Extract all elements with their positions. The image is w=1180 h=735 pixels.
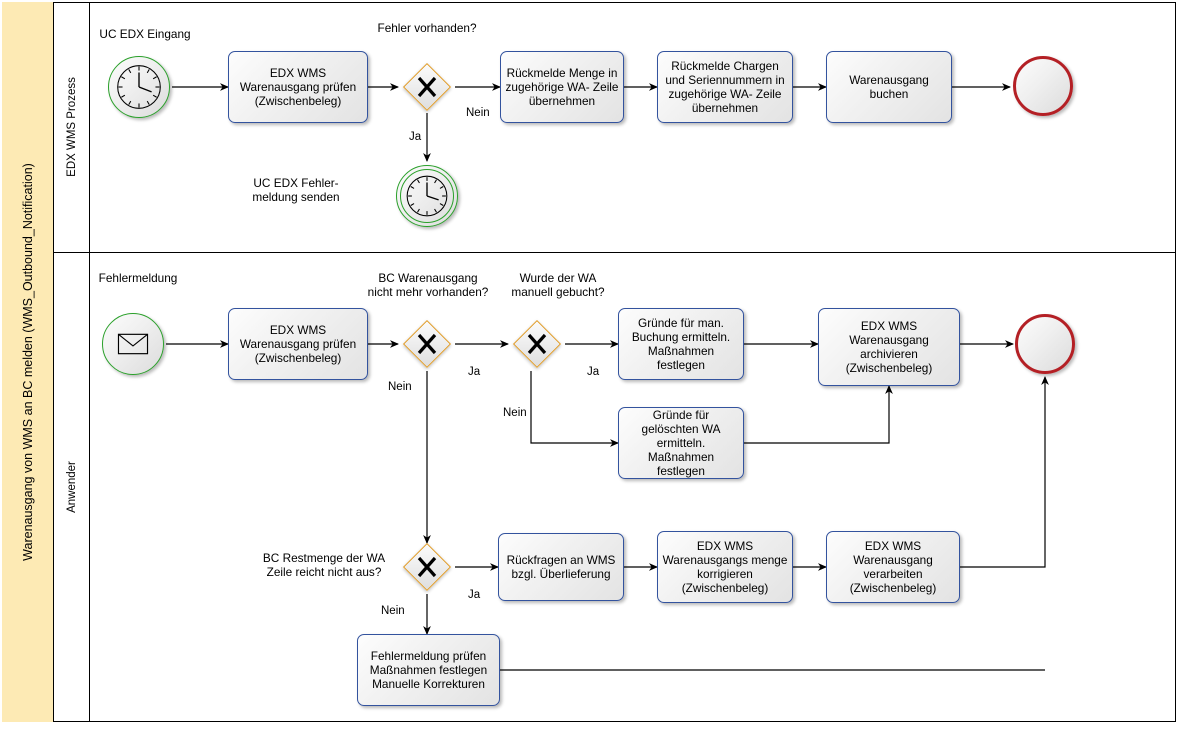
clock-icon (117, 65, 161, 109)
label-gateway-fehler-vorhanden: Fehler vorhanden? (377, 21, 477, 35)
gateway-fehler-vorhanden[interactable] (402, 62, 452, 112)
label-start-event-uc-edx-eingang: UC EDX Eingang (99, 27, 191, 41)
label-branch-ja-gw1-lane2: Ja (468, 366, 481, 378)
clock-icon (406, 175, 448, 217)
end-event-lane1[interactable] (1013, 56, 1073, 116)
task-gruende-fuer-geloeschten-wa[interactable]: Gründe für gelöschten WA ermitteln. Maßn… (618, 407, 744, 479)
label-branch-nein-gw3-lane2: Nein (381, 605, 405, 617)
task-rueckfragen-an-wms[interactable]: Rückfragen an WMS bzgl. Überlieferung (498, 533, 624, 601)
task-warenausgang-buchen[interactable]: Warenausgang buchen (826, 51, 952, 123)
label-branch-ja-gw3-lane2: Ja (468, 589, 481, 601)
task-edx-wms-warenausgang-pruefen-2[interactable]: EDX WMS Warenausgang prüfen (Zwischenbel… (228, 308, 368, 380)
label-start-event-fehlermeldung: Fehlermeldung (98, 271, 178, 285)
pool-title-text: Warenausgang von WMS an BC melden (WMS_O… (20, 163, 35, 561)
exclusive-x-icon (417, 76, 437, 98)
end-event-lane2[interactable] (1015, 314, 1075, 374)
label-gateway-bc-restmenge: BC Restmenge der WA Zeile reicht nicht a… (262, 551, 386, 579)
lane-label-anwender: Anwender (54, 252, 90, 722)
task-edx-wms-warenausgang-pruefen-1[interactable]: EDX WMS Warenausgang prüfen (Zwischenbel… (228, 51, 368, 123)
task-edx-wms-warenausgang-verarbeiten[interactable]: EDX WMS Warenausgang verarbeiten (Zwisch… (826, 531, 960, 603)
task-rueckmelde-menge[interactable]: Rückmelde Menge in zugehörige WA- Zeile … (500, 51, 624, 123)
lane-label-text-2: Anwender (65, 461, 78, 513)
gateway-wurde-der-wa-manuell-gebucht[interactable] (512, 319, 562, 369)
start-event-uc-edx-eingang[interactable] (108, 56, 170, 118)
exclusive-x-icon (527, 333, 547, 355)
label-gateway-wurde-der-wa-manuell-gebucht: Wurde der WA manuell gebucht? (511, 271, 605, 299)
task-fehlermeldung-pruefen[interactable]: Fehlermeldung prüfen Maßnahmen festlegen… (357, 634, 500, 706)
gateway-bc-warenausgang-nicht-mehr-vorhanden[interactable] (402, 319, 452, 369)
lane-label-text-1: EDX WMS Prozess (65, 77, 78, 177)
task-gruende-fuer-man-buchung[interactable]: Gründe für man. Buchung ermitteln. Maßna… (618, 308, 744, 380)
label-branch-nein-gw2-lane2: Nein (503, 407, 527, 419)
task-edx-wms-warenausgangsmenge-korrigieren[interactable]: EDX WMS Warenausgangs menge korrigieren … (657, 531, 793, 603)
pool-title-band: Warenausgang von WMS an BC melden (WMS_O… (2, 2, 54, 722)
task-rueckmelde-chargen[interactable]: Rückmelde Chargen und Seriennummern in z… (657, 51, 793, 123)
envelope-icon (117, 333, 149, 355)
lane-divider (54, 252, 1176, 253)
label-branch-ja-gw1-lane1: Ja (409, 131, 422, 143)
start-event-fehlermeldung[interactable] (102, 313, 164, 375)
exclusive-x-icon (417, 333, 437, 355)
intermediate-event-uc-edx-fehlermeldung-senden[interactable] (396, 165, 458, 227)
task-edx-wms-warenausgang-archivieren[interactable]: EDX WMS Warenausgang archivieren (Zwisch… (818, 308, 960, 386)
gateway-bc-restmenge-der-wa-zeile-reicht-nicht-aus[interactable] (402, 542, 452, 592)
label-branch-nein-gw1-lane2: Nein (388, 381, 412, 393)
label-uc-edx-fehlermeldung-senden: UC EDX Fehler- meldung senden (252, 176, 340, 204)
lane-label-edx-wms-prozess: EDX WMS Prozess (54, 2, 90, 252)
label-branch-ja-gw2-lane2: Ja (587, 366, 600, 378)
exclusive-x-icon (417, 556, 437, 578)
label-gateway-bc-warenausgang-nicht-mehr-vorhanden: BC Warenausgang nicht mehr vorhanden? (367, 271, 489, 299)
label-branch-nein-gw1-lane1: Nein (466, 107, 490, 119)
